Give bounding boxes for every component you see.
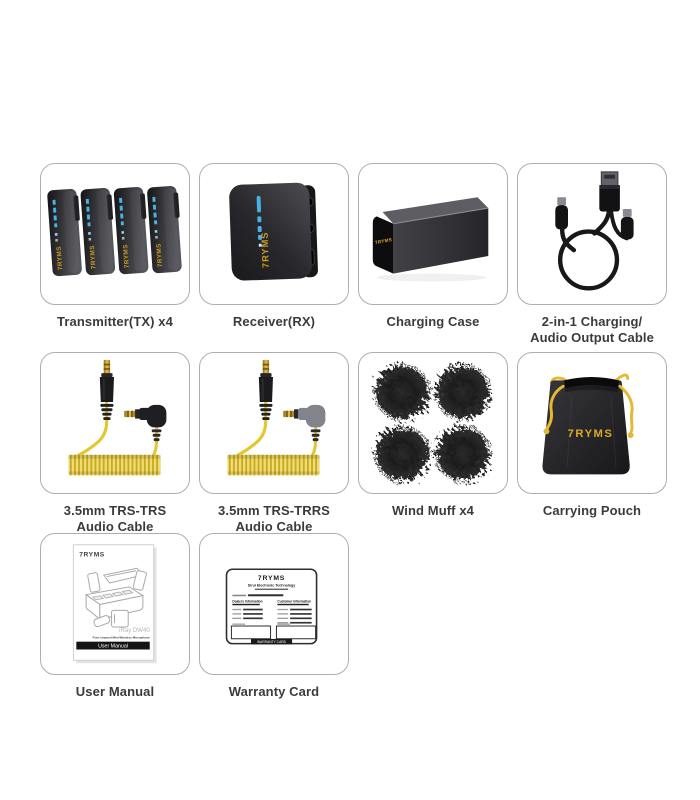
item-label-line2: Audio Cable bbox=[76, 519, 154, 534]
svg-text:Dealers Information: Dealers Information bbox=[232, 600, 262, 604]
item-label-wind-muffs: Wind Muff x4 bbox=[392, 503, 474, 519]
receiver-illustration: 7RYMS bbox=[229, 182, 318, 281]
trs-trs-cable-illustration bbox=[66, 358, 168, 477]
item-label-warranty-card: Warranty Card bbox=[229, 684, 319, 700]
row-3: 7RYMS bbox=[40, 533, 349, 700]
item-label-line1: 2-in-1 Charging/ bbox=[541, 314, 643, 329]
svg-text:WARRANTY CARD: WARRANTY CARD bbox=[257, 640, 287, 644]
kit-item-wind-muffs: Wind Muff x4 bbox=[358, 352, 508, 535]
svg-text:7RYMS: 7RYMS bbox=[374, 237, 392, 245]
svg-text:7RYMS: 7RYMS bbox=[568, 428, 614, 440]
kit-item-charging-case: 7RYMS Charging Case bbox=[358, 163, 508, 346]
charging-cable-photo-frame bbox=[517, 163, 667, 305]
item-label-trs-trrs: 3.5mm TRS-TRRS Audio Cable bbox=[218, 503, 330, 535]
charging-case-photo-frame: 7RYMS bbox=[358, 163, 508, 305]
svg-text:Four-channel Mini Wireless Mic: Four-channel Mini Wireless Microphone bbox=[93, 636, 150, 640]
warranty-card-illustration: 7RYMS Sirui Electronic Technology Dealer… bbox=[225, 568, 318, 645]
svg-text:Customer Information: Customer Information bbox=[277, 600, 311, 604]
svg-text:7RYMS: 7RYMS bbox=[258, 575, 285, 582]
carrying-pouch-photo-frame: 7RYMS bbox=[517, 352, 667, 494]
item-label-line2: Audio Output Cable bbox=[530, 330, 654, 345]
item-label-trs-trs: 3.5mm TRS-TRS Audio Cable bbox=[64, 503, 166, 535]
item-label-transmitters: Transmitter(TX) x4 bbox=[57, 314, 173, 330]
kit-item-receiver: 7RYMS Receiver(RX) bbox=[199, 163, 349, 346]
trs-trrs-cable-illustration bbox=[225, 358, 327, 477]
item-label-line2: Audio Cable bbox=[235, 519, 313, 534]
item-label-line1: Carrying Pouch bbox=[542, 503, 642, 518]
svg-text:iRay DW40: iRay DW40 bbox=[119, 628, 150, 634]
item-label-charging-cable: 2-in-1 Charging/ Audio Output Cable bbox=[530, 314, 654, 346]
row-1: Transmitter(TX) x4 bbox=[40, 163, 667, 346]
svg-text:7RYMS: 7RYMS bbox=[260, 231, 271, 268]
transmitters-photo-frame bbox=[40, 163, 190, 305]
kit-item-warranty-card: 7RYMS Sirui Electronic Technology Dealer… bbox=[199, 533, 349, 700]
item-label-user-manual: User Manual bbox=[76, 684, 154, 700]
receiver-photo-frame: 7RYMS bbox=[199, 163, 349, 305]
transmitters-illustration bbox=[46, 185, 184, 277]
svg-text:7RYMS: 7RYMS bbox=[79, 552, 105, 559]
warranty-card-photo-frame: 7RYMS Sirui Electronic Technology Dealer… bbox=[199, 533, 349, 675]
kit-item-user-manual: 7RYMS bbox=[40, 533, 190, 700]
item-label-line1: Charging Case bbox=[386, 314, 480, 329]
charging-case-illustration: 7RYMS bbox=[372, 197, 489, 282]
kit-item-carrying-pouch: 7RYMS Carrying Pouch bbox=[517, 352, 667, 535]
item-label-line1: Receiver(RX) bbox=[232, 314, 316, 329]
item-label-carrying-pouch: Carrying Pouch bbox=[543, 503, 641, 519]
trs-trs-photo-frame bbox=[40, 352, 190, 494]
carrying-pouch-illustration: 7RYMS bbox=[542, 373, 634, 475]
item-label-line1: 3.5mm TRS-TRRS bbox=[218, 503, 330, 518]
user-manual-photo-frame: 7RYMS bbox=[40, 533, 190, 675]
item-label-charging-case: Charging Case bbox=[386, 314, 479, 330]
item-label-line1: Wind Muff x4 bbox=[392, 503, 474, 518]
kit-item-trs-trrs-cable: 3.5mm TRS-TRRS Audio Cable bbox=[199, 352, 349, 535]
kit-item-charging-cable: 2-in-1 Charging/ Audio Output Cable bbox=[517, 163, 667, 346]
wind-muffs-photo-frame bbox=[358, 352, 508, 494]
charging-cable-illustration bbox=[555, 171, 634, 291]
item-label-line1: Warranty Card bbox=[228, 684, 320, 699]
wind-muffs-illustration bbox=[373, 363, 492, 483]
trs-trrs-photo-frame bbox=[199, 352, 349, 494]
kit-item-trs-trs-cable: 3.5mm TRS-TRS Audio Cable bbox=[40, 352, 190, 535]
item-label-receiver: Receiver(RX) bbox=[233, 314, 315, 330]
user-manual-illustration: 7RYMS bbox=[72, 544, 157, 664]
item-label-line1: Transmitter(TX) x4 bbox=[57, 314, 173, 329]
item-label-line1: User Manual bbox=[75, 684, 155, 699]
svg-text:Sirui Electronic Technology: Sirui Electronic Technology bbox=[248, 583, 295, 587]
kit-item-transmitters: Transmitter(TX) x4 bbox=[40, 163, 190, 346]
item-label-line1: 3.5mm TRS-TRS bbox=[63, 503, 167, 518]
row-2: 3.5mm TRS-TRS Audio Cable 3.5mm TRS-TRRS… bbox=[40, 352, 667, 535]
svg-text:User Manual: User Manual bbox=[98, 644, 128, 650]
